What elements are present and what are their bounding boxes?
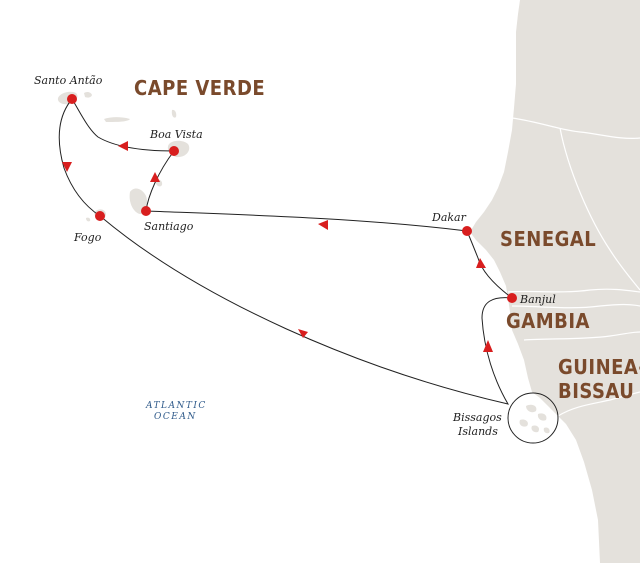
stop-santo-antao[interactable]: [67, 94, 77, 104]
stop-banjul[interactable]: [507, 293, 517, 303]
island-bissagos-2: [537, 413, 547, 421]
island-sao-nicolau: [104, 117, 130, 122]
ocean-label-line2: OCEAN: [154, 412, 197, 422]
place-label-banjul: Banjul: [519, 293, 556, 306]
place-label-santo-antao: Santo Antão: [34, 74, 103, 87]
place-label-boa-vista: Boa Vista: [149, 128, 203, 141]
border-senegal-mali: [559, 127, 640, 291]
ocean-label-line1: ATLANTIC: [145, 401, 207, 411]
island-bissagos-3: [519, 419, 528, 427]
country-label-gambia: GAMBIA: [506, 309, 590, 333]
island-bissagos-4: [531, 425, 540, 433]
route-arrow-santoantao-fogo: [62, 162, 72, 172]
country-label-guinea-bissau-2: BISSAU: [558, 379, 634, 403]
place-label-bissagos-2: Islands: [457, 425, 498, 438]
island-sal: [171, 109, 177, 118]
stop-dakar[interactable]: [462, 226, 472, 236]
stop-fogo[interactable]: [95, 211, 105, 221]
bissagos-circle: [507, 392, 559, 444]
country-label-senegal: SENEGAL: [500, 227, 596, 251]
island-brava: [86, 217, 91, 222]
island-bissagos-5: [543, 427, 550, 434]
stop-santiago[interactable]: [141, 206, 151, 216]
route-arrow-boavista-santoantao: [118, 141, 128, 151]
route-arrow-fogo-bissagos: [298, 329, 308, 338]
place-label-bissagos-1: Bissagos: [452, 411, 502, 424]
place-label-dakar: Dakar: [431, 211, 467, 224]
stop-boa-vista[interactable]: [169, 146, 179, 156]
border-guinea-bissau-guinea: [557, 391, 640, 417]
border-senegal-gambia-south: [511, 303, 640, 309]
mainland: [470, 0, 640, 563]
island-bissagos-1: [526, 404, 537, 413]
route-arrow-santiago-boavista: [150, 172, 160, 182]
border-mauritania-senegal: [511, 117, 640, 139]
route-arrow-dakar-santiago: [318, 220, 328, 230]
border-senegal-guinea-bissau: [523, 331, 640, 341]
route-arrow-banjul-dakar: [476, 258, 486, 268]
place-label-fogo: Fogo: [73, 231, 102, 244]
place-label-santiago: Santiago: [144, 220, 194, 233]
country-label-guinea-bissau-1: GUINEA-: [558, 355, 640, 379]
border-senegal-gambia-north: [507, 288, 640, 293]
island-sao-vicente: [84, 91, 92, 98]
country-label-cape-verde: CAPE VERDE: [134, 76, 265, 100]
route-arrow-bissagos-banjul: [483, 340, 493, 352]
